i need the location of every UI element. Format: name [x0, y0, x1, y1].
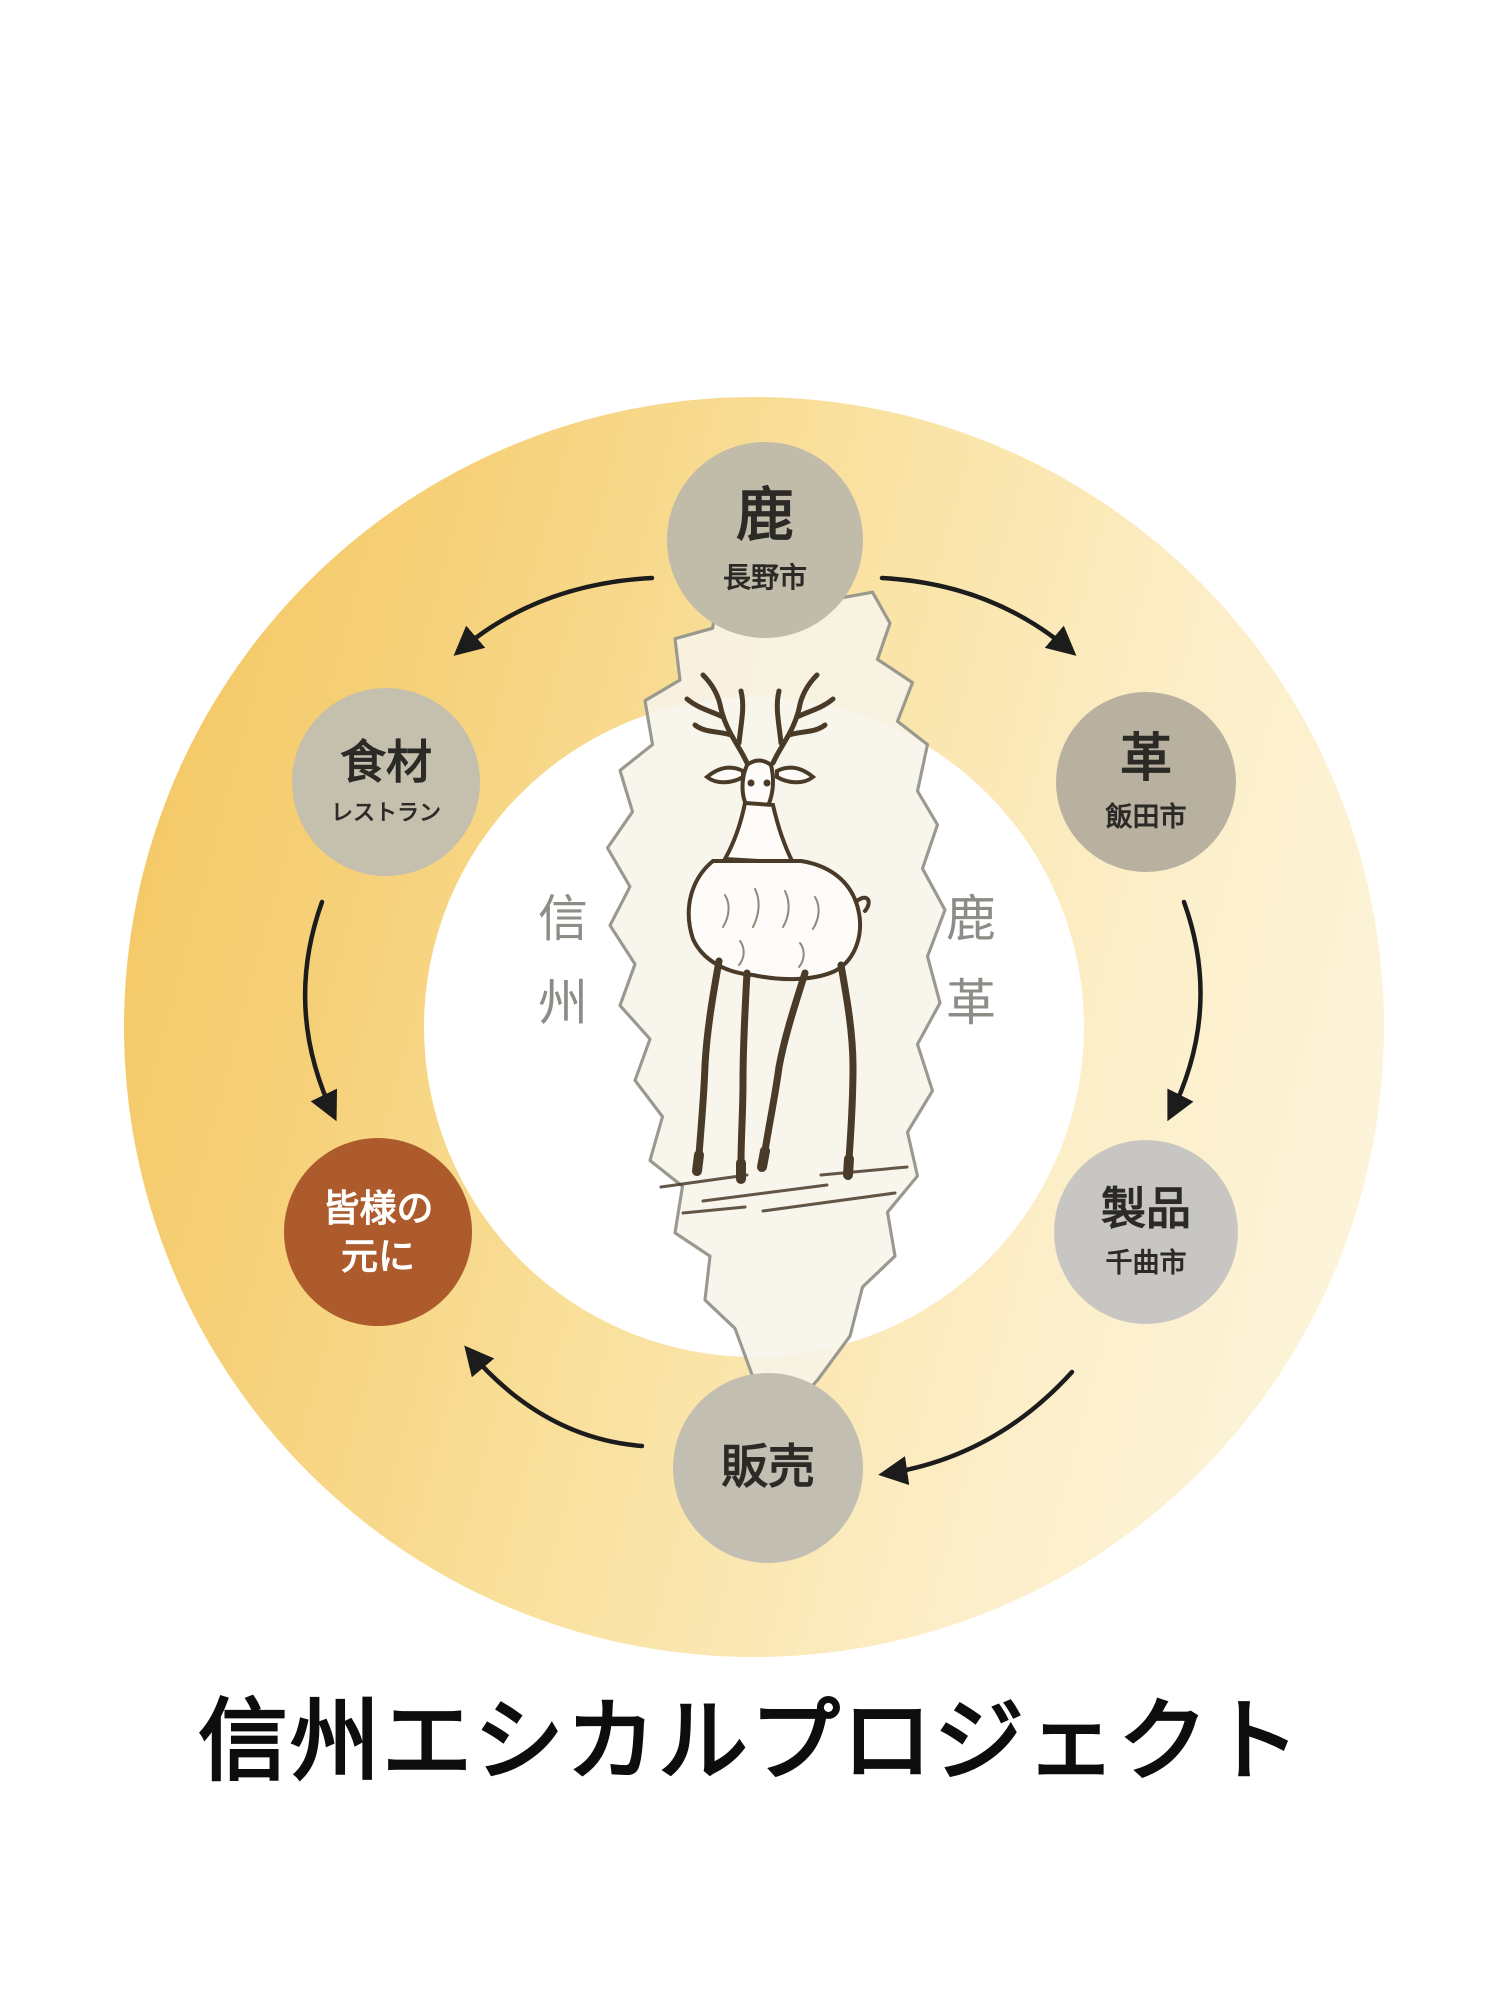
node-to-everyone: 皆様の 元に: [284, 1138, 472, 1326]
node-sales-label: 販売: [721, 1440, 815, 1496]
node-ingredients: 食材 レストラン: [292, 688, 480, 876]
deer-illustration-icon: [659, 672, 909, 1215]
page-title: 信州エシカルプロジェクト: [198, 1688, 1302, 1794]
node-deer: 鹿 長野市: [667, 442, 863, 638]
node-ingredients-label: 食材: [340, 734, 432, 789]
node-leather-label: 革: [1119, 727, 1172, 789]
node-to-everyone-line2: 元に: [341, 1234, 415, 1278]
node-deer-label: 鹿: [735, 481, 794, 550]
node-sales: 販売: [673, 1373, 863, 1563]
node-ingredients-sublabel: レストラン: [330, 800, 441, 827]
node-to-everyone-line1: 皆様の: [322, 1185, 434, 1230]
shinshu-vertical-label: 信州: [530, 892, 588, 1060]
node-leather: 革 飯田市: [1056, 692, 1236, 872]
node-products-sublabel: 千曲市: [1105, 1248, 1187, 1280]
deerleather-vertical-label: 鹿革: [938, 892, 996, 1060]
node-products: 製品 千曲市: [1054, 1140, 1238, 1324]
node-deer-sublabel: 長野市: [722, 560, 807, 594]
node-leather-sublabel: 飯田市: [1105, 802, 1187, 834]
node-products-label: 製品: [1100, 1181, 1191, 1235]
